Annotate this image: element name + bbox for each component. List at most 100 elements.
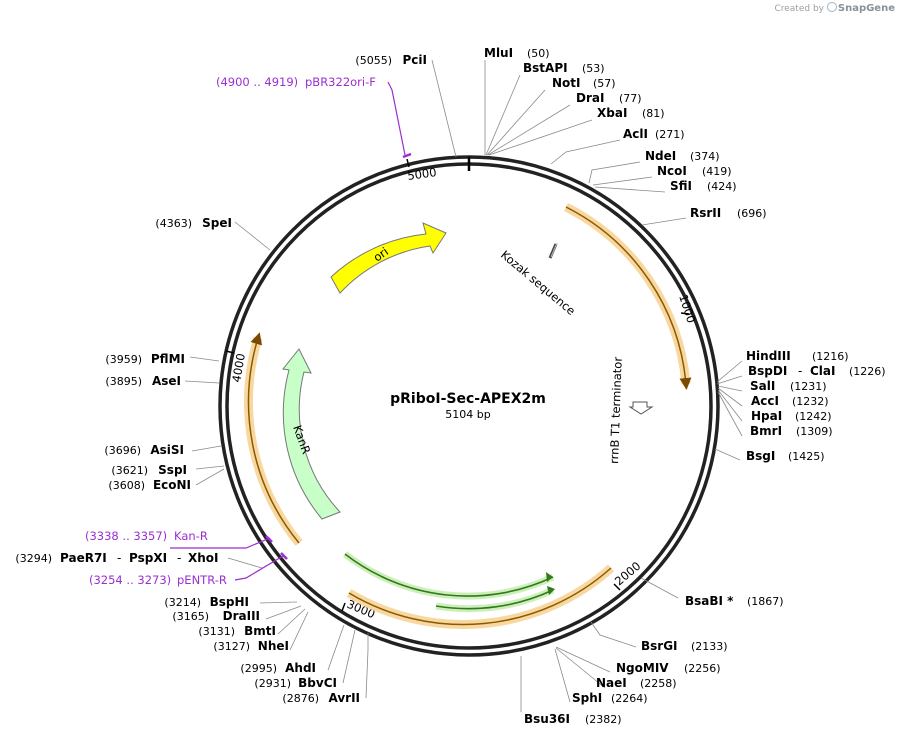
tick-label-1000: 1000 [676,293,698,325]
primer-labels: (4900 .. 4919) pBR322ori-F (3338 .. 3357… [85,75,376,587]
enzyme-bsphi-pos: (3214) [164,596,201,609]
enzyme-bmti-pos: (3131) [198,625,235,638]
enzyme-pflmi-name: PflMI [151,352,185,366]
enzyme-bsgi-name: BsgI [746,449,775,463]
enzyme-hpai-pos: (1242) [795,410,832,423]
snapgene-logo-icon [826,2,837,12]
enzyme-naei-pos: (2258) [640,677,677,690]
enzyme-paer7i-separator: - [117,551,121,565]
tick-label-5000: 5000 [406,165,437,183]
plasmid-length: 5104 bp [445,408,490,421]
enzyme-sali-pos: (1231) [790,380,827,393]
enzyme-hindiii-pos: (1216) [812,350,849,363]
enzyme-avrii-name: AvrII [328,691,360,705]
kanr-feature: KanR [282,348,341,520]
enzyme-noti-name: NotI [552,76,581,90]
enzyme-xbai-pos: (81) [642,107,665,120]
enzyme-bbvci-pos: (2931) [254,677,291,690]
enzyme-ngomiv-name: NgoMIV [616,661,669,675]
enzyme-asei-name: AseI [152,374,181,388]
enzyme-ahdi-name: AhdI [285,661,316,675]
enzyme-bsu36i-name: Bsu36I [524,712,570,726]
enzyme-sspi-pos: (3621) [111,464,148,477]
green-feature-arcs [342,551,555,613]
enzyme-pspxi-separator: - [177,551,181,565]
primer-kan-r-name: Kan-R [174,529,208,543]
enzyme-bsu36i-pos: (2382) [585,713,622,726]
enzyme-rsrii-name: RsrII [690,206,721,220]
kozak-sequence-feature: Kozak sequence [498,242,578,318]
enzyme-bmti-name: BmtI [244,624,276,638]
enzyme-bsabi-name: BsaBI * [685,594,734,608]
enzyme-sphi-pos: (2264) [611,692,648,705]
enzyme-econi-name: EcoNI [153,478,191,492]
enzyme-ngomiv-pos: (2256) [684,662,721,675]
enzyme-drai-name: DraI [576,91,604,105]
primer-pbr322ori-f-range: (4900 .. 4919) [216,75,298,89]
enzyme-pflmi-pos: (3959) [105,353,142,366]
outer-feature-arcs [244,202,692,629]
enzyme-paer7i-name: PaeR7I [60,551,107,565]
enzyme-bbvci-name: BbvCI [298,676,337,690]
enzyme-bstapi-name: BstAPI [523,61,568,75]
enzyme-acli-name: AclI [623,127,648,141]
enzyme-rsrii-pos: (696) [737,207,767,220]
enzyme-draiii-pos: (3165) [172,610,209,623]
ori-feature: ori [330,222,447,294]
rrnb-t1-terminator-feature: rrnB T1 terminator [607,356,654,464]
snapgene-product-name: SnapGene [837,3,895,14]
enzyme-ndei-name: NdeI [645,149,676,163]
plasmid-name: pRiboI-Sec-APEX2m [390,391,546,407]
enzyme-acci-pos: (1232) [792,395,829,408]
enzyme-pspxi-name: PspXI [129,551,167,565]
rrnb-t1-terminator-label: rrnB T1 terminator [607,356,625,464]
primer-pentr-r-name: pENTR-R [177,573,227,587]
enzyme-paer7i-pos: (3294) [15,552,52,565]
enzyme-sphi-name: SphI [572,691,602,705]
enzyme-naei-name: NaeI [596,676,627,690]
enzyme-sspi-name: SspI [158,463,187,477]
enzyme-bsabi-pos: (1867) [747,595,784,608]
enzyme-bspdi-name: BspDI [748,364,787,378]
enzyme-hpai-name: HpaI [751,409,782,423]
enzyme-bsrgi-pos: (2133) [691,640,728,653]
enzyme-ahdi-pos: (2995) [240,662,277,675]
enzyme-econi-pos: (3608) [108,479,145,492]
tick-label-2000: 2000 [612,559,643,589]
enzyme-bspdi-separator: - [798,364,802,378]
primer-pbr322ori-f-name: pBR322ori-F [305,75,376,89]
primer-kan-r-range: (3338 .. 3357) [85,529,167,543]
enzyme-xhoi-name: XhoI [188,551,219,565]
enzyme-nhei-name: NheI [258,639,289,653]
enzyme-asisi-name: AsiSI [150,443,184,457]
enzyme-leader-lines [184,59,743,712]
snapgene-branding: Created by SnapGene [774,2,895,14]
enzyme-hindiii-name: HindIII [746,349,791,363]
enzyme-mlui-name: MluI [484,46,513,60]
enzyme-bmri-name: BmrI [750,424,782,438]
enzyme-draiii-name: DraIII [223,609,260,623]
enzyme-pcii-name: PciI [403,53,428,67]
enzyme-xbai-name: XbaI [597,106,627,120]
kozak-sequence-label: Kozak sequence [498,248,578,318]
enzyme-bsgi-pos: (1425) [788,450,825,463]
primer-markers [170,81,412,581]
created-by-text: Created by [774,4,824,14]
enzyme-ndei-pos: (374) [690,150,720,163]
enzyme-ncoi-pos: (419) [702,165,732,178]
enzyme-asisi-pos: (3696) [104,444,141,457]
tick-label-4000: 4000 [229,352,248,383]
enzyme-bstapi-pos: (53) [582,62,605,75]
enzyme-spei-name: SpeI [202,216,232,230]
enzyme-acci-name: AccI [751,394,779,408]
enzyme-bspdi-clai-pos: (1226) [849,365,886,378]
enzyme-mlui-pos: (50) [527,47,550,60]
enzyme-nhei-pos: (3127) [213,640,250,653]
enzyme-spei-pos: (4363) [155,217,192,230]
enzyme-bsphi-name: BspHI [210,595,249,609]
enzyme-sfii-name: SfiI [670,179,692,193]
enzyme-sali-name: SalI [750,379,775,393]
enzyme-bsrgi-name: BsrGI [641,639,678,653]
enzyme-labels: MluI (50) BstAPI (53) NotI (57) DraI (77… [15,46,885,726]
